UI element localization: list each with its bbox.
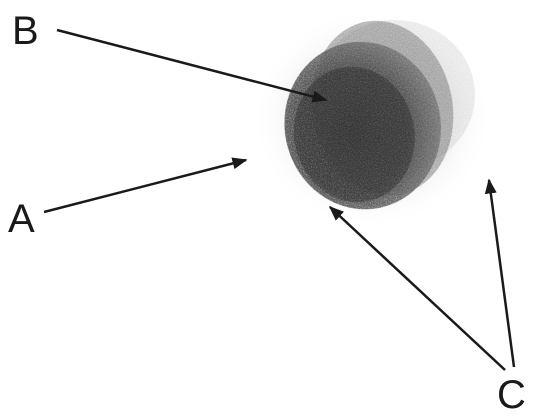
arrow-c-right — [489, 180, 514, 367]
label-b: B — [12, 9, 39, 53]
label-c: C — [497, 373, 526, 416]
arrow-c-left — [330, 207, 505, 370]
label-a: A — [8, 197, 35, 241]
arrow-a — [44, 160, 246, 212]
